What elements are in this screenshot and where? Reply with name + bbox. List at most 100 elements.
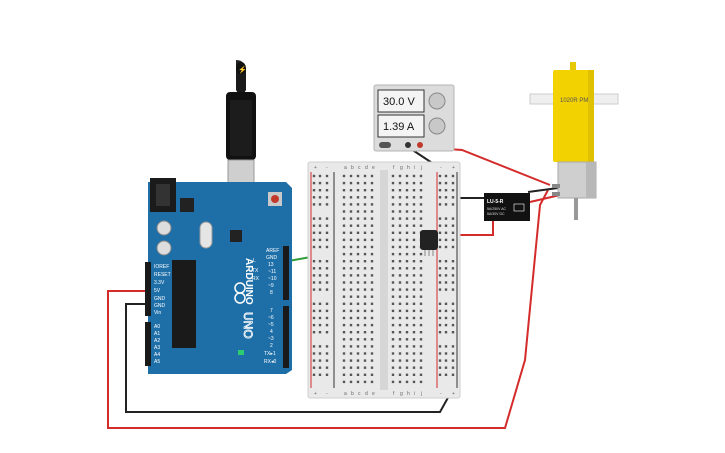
breadboard-hole[interactable]: [312, 302, 316, 305]
breadboard-hole[interactable]: [405, 217, 409, 220]
breadboard-hole[interactable]: [398, 174, 402, 178]
breadboard-hole[interactable]: [370, 238, 374, 242]
breadboard-hole[interactable]: [318, 196, 322, 199]
breadboard-hole[interactable]: [370, 302, 374, 305]
breadboard-hole[interactable]: [451, 174, 455, 178]
breadboard-hole[interactable]: [312, 238, 316, 242]
breadboard-hole[interactable]: [412, 338, 416, 341]
breadboard-hole[interactable]: [405, 366, 409, 369]
breadboard-hole[interactable]: [419, 288, 423, 291]
breadboard-hole[interactable]: [342, 224, 346, 227]
breadboard-hole[interactable]: [398, 231, 402, 234]
breadboard-hole[interactable]: [349, 352, 353, 355]
breadboard-hole[interactable]: [370, 196, 374, 199]
breadboard-hole[interactable]: [438, 189, 442, 192]
breadboard-hole[interactable]: [342, 217, 346, 220]
breadboard-hole[interactable]: [444, 174, 448, 178]
breadboard-hole[interactable]: [349, 267, 353, 270]
breadboard-hole[interactable]: [356, 373, 360, 376]
breadboard-hole[interactable]: [419, 359, 423, 362]
breadboard-hole[interactable]: [342, 231, 346, 234]
breadboard-hole[interactable]: [325, 203, 329, 206]
breadboard-hole[interactable]: [349, 274, 353, 277]
breadboard-hole[interactable]: [342, 245, 346, 249]
breadboard-hole[interactable]: [438, 359, 442, 362]
breadboard-hole[interactable]: [398, 181, 402, 185]
breadboard-hole[interactable]: [342, 174, 346, 178]
breadboard-hole[interactable]: [451, 231, 455, 234]
breadboard-hole[interactable]: [312, 323, 316, 327]
breadboard-hole[interactable]: [391, 181, 395, 185]
breadboard-hole[interactable]: [412, 174, 416, 178]
breadboard-hole[interactable]: [444, 366, 448, 369]
breadboard-hole[interactable]: [318, 352, 322, 355]
breadboard-hole[interactable]: [342, 309, 346, 313]
breadboard-hole[interactable]: [342, 189, 346, 192]
breadboard-hole[interactable]: [325, 224, 329, 227]
breadboard-hole[interactable]: [398, 352, 402, 355]
breadboard-hole[interactable]: [405, 267, 409, 270]
breadboard-hole[interactable]: [419, 331, 423, 334]
breadboard-hole[interactable]: [451, 224, 455, 227]
breadboard-hole[interactable]: [370, 309, 374, 313]
motor-gearbox[interactable]: [553, 70, 594, 162]
breadboard-holes[interactable]: [312, 174, 455, 384]
breadboard-hole[interactable]: [391, 203, 395, 206]
breadboard-hole[interactable]: [419, 217, 423, 220]
breadboard-hole[interactable]: [370, 366, 374, 369]
breadboard-hole[interactable]: [370, 274, 374, 277]
breadboard-hole[interactable]: [363, 245, 367, 249]
breadboard-hole[interactable]: [419, 338, 423, 341]
breadboard-hole[interactable]: [438, 345, 442, 348]
breadboard-hole[interactable]: [363, 274, 367, 277]
breadboard-hole[interactable]: [356, 267, 360, 270]
breadboard-hole[interactable]: [419, 274, 423, 277]
breadboard-hole[interactable]: [451, 196, 455, 199]
breadboard-hole[interactable]: [349, 345, 353, 348]
breadboard-hole[interactable]: [412, 238, 416, 242]
breadboard-hole[interactable]: [342, 331, 346, 334]
breadboard-hole[interactable]: [398, 295, 402, 298]
breadboard-hole[interactable]: [412, 288, 416, 291]
breadboard-hole[interactable]: [363, 302, 367, 305]
breadboard-hole[interactable]: [412, 380, 416, 384]
breadboard-hole[interactable]: [312, 231, 316, 234]
breadboard-hole[interactable]: [419, 281, 423, 284]
breadboard-hole[interactable]: [342, 274, 346, 277]
breadboard-hole[interactable]: [363, 380, 367, 384]
breadboard-hole[interactable]: [398, 252, 402, 256]
breadboard-hole[interactable]: [363, 267, 367, 270]
breadboard-hole[interactable]: [356, 366, 360, 369]
breadboard-hole[interactable]: [412, 217, 416, 220]
breadboard-hole[interactable]: [438, 238, 442, 242]
breadboard-hole[interactable]: [398, 224, 402, 227]
breadboard-hole[interactable]: [391, 231, 395, 234]
breadboard-hole[interactable]: [325, 366, 329, 369]
breadboard-hole[interactable]: [405, 288, 409, 291]
breadboard-hole[interactable]: [398, 189, 402, 192]
breadboard-hole[interactable]: [342, 323, 346, 327]
breadboard-hole[interactable]: [312, 217, 316, 220]
dc-motor[interactable]: 1020R PM: [529, 62, 619, 220]
breadboard-hole[interactable]: [451, 181, 455, 185]
breadboard-hole[interactable]: [349, 323, 353, 327]
breadboard-hole[interactable]: [318, 203, 322, 206]
breadboard-hole[interactable]: [363, 252, 367, 256]
breadboard-hole[interactable]: [412, 274, 416, 277]
breadboard-hole[interactable]: [312, 309, 316, 313]
breadboard-hole[interactable]: [342, 288, 346, 291]
breadboard-hole[interactable]: [451, 217, 455, 220]
breadboard-hole[interactable]: [370, 288, 374, 291]
breadboard-hole[interactable]: [438, 260, 442, 263]
breadboard-hole[interactable]: [312, 274, 316, 277]
breadboard-hole[interactable]: [318, 274, 322, 277]
breadboard-hole[interactable]: [349, 245, 353, 249]
breadboard-hole[interactable]: [405, 174, 409, 178]
breadboard-hole[interactable]: [318, 309, 322, 313]
breadboard-hole[interactable]: [419, 373, 423, 376]
breadboard-hole[interactable]: [398, 380, 402, 384]
breadboard-hole[interactable]: [391, 309, 395, 313]
breadboard-hole[interactable]: [419, 203, 423, 206]
breadboard-hole[interactable]: [405, 345, 409, 348]
breadboard-hole[interactable]: [451, 189, 455, 192]
